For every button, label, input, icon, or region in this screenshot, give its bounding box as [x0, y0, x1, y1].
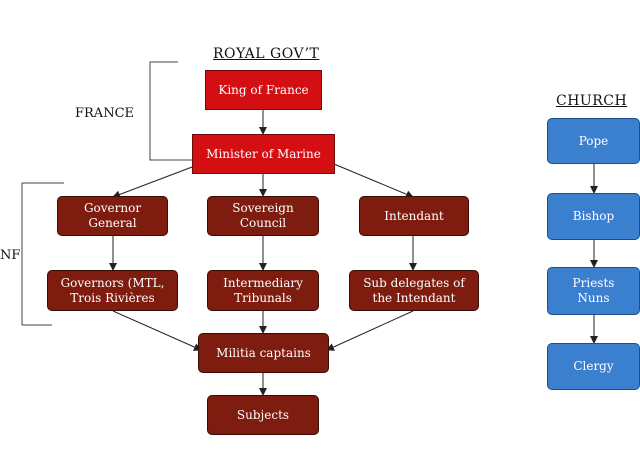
sovereign-council-node: Sovereign Council	[207, 196, 319, 236]
king-of-france-node: King of France	[205, 70, 322, 110]
nf-label: NF	[0, 248, 21, 263]
bishop-node: Bishop	[547, 193, 640, 240]
arrow-minister-intendant	[333, 163, 414, 198]
priests-nuns-node: Priests Nuns	[547, 267, 640, 315]
france-bracket	[149, 61, 205, 161]
royal-gov-header: ROYAL GOV’T	[213, 46, 320, 62]
arrow-minister-governor-general	[112, 163, 201, 199]
arrow-sub-delegates-militia	[326, 310, 414, 351]
church-header: CHURCH	[556, 93, 628, 109]
militia-captains-node: Militia captains	[198, 333, 329, 373]
governors-node: Governors (MTL, Trois Rivières	[47, 270, 178, 311]
intermediary-tribunals-node: Intermediary Tribunals	[207, 270, 319, 311]
pope-node: Pope	[547, 118, 640, 164]
arrow-governors-militia	[112, 310, 202, 351]
nf-bracket	[21, 182, 64, 326]
intendant-node: Intendant	[359, 196, 469, 236]
sub-delegates-node: Sub delegates of the Intendant	[349, 270, 479, 311]
minister-of-marine-node: Minister of Marine	[192, 134, 335, 174]
subjects-node: Subjects	[207, 395, 319, 435]
clergy-node: Clergy	[547, 343, 640, 390]
france-label: FRANCE	[75, 106, 135, 121]
governor-general-node: Governor General	[57, 196, 168, 236]
